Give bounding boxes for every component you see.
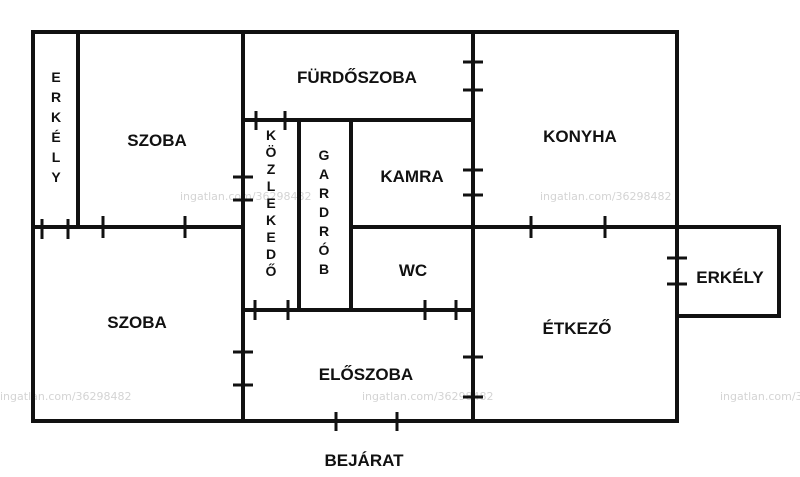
watermark: ingatlan.com/36298482 [362,390,494,403]
room-label-erkely: ERKÉLY [696,268,764,287]
watermark: ingatlan.com/36298482 [540,190,672,203]
watermark: ingatlan.com/36298482 [180,190,312,203]
room-label-konyha: KONYHA [543,127,617,146]
room-label-szoba: SZOBA [127,131,187,150]
entrance-label: BEJÁRAT [324,451,404,470]
room-label-furdoszoba: FÜRDŐSZOBA [297,68,417,87]
door-marks [40,60,687,431]
room-label-kamra: KAMRA [380,167,443,186]
room-label-eloszoba: ELŐSZOBA [319,365,413,384]
room-label-etkezo: ÉTKEZŐ [543,319,612,338]
watermark: ingatlan.com/36298482 [720,390,800,403]
room-label-wc: WC [399,261,427,280]
room-label-szoba: SZOBA [107,313,167,332]
watermark: ingatlan.com/36298482 [0,390,132,403]
balcony-wall [675,225,781,318]
